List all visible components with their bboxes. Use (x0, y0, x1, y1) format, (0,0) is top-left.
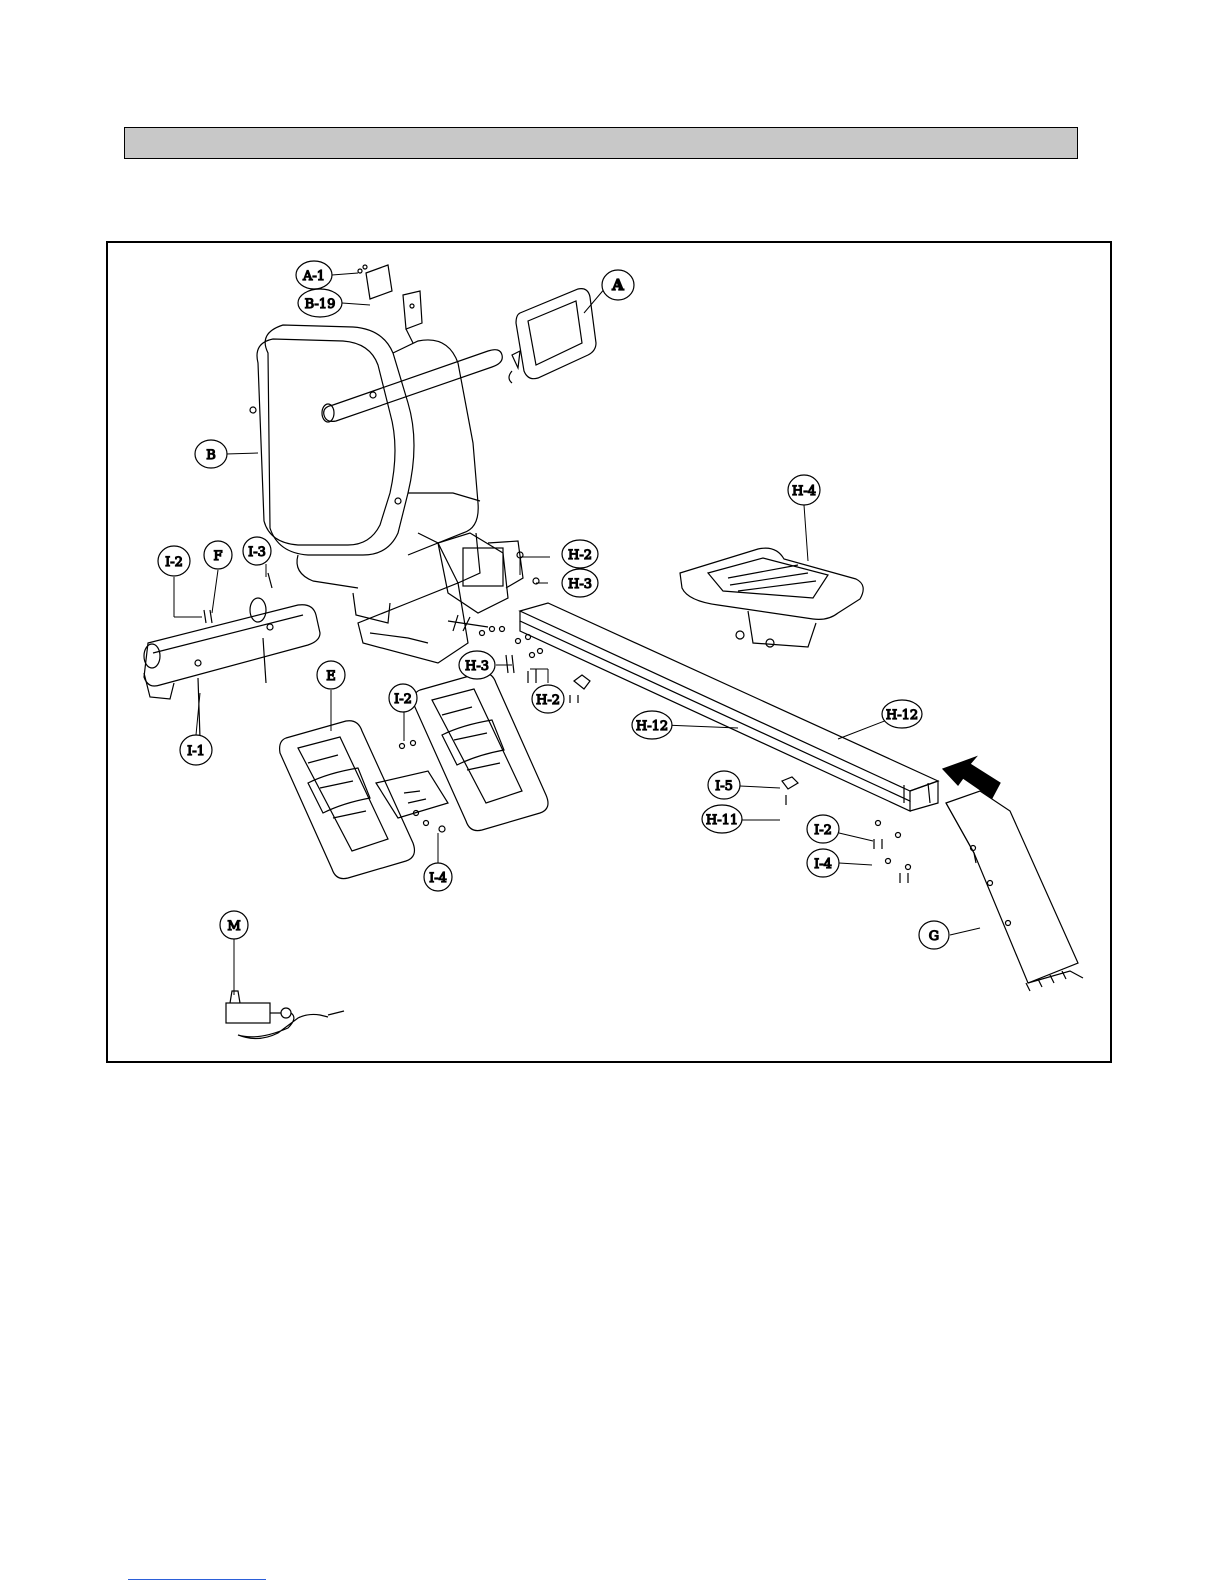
main-housing-b (250, 325, 480, 663)
callout-m: M (220, 911, 248, 939)
svg-text:H-3: H-3 (568, 577, 592, 592)
svg-text:I-4: I-4 (814, 857, 832, 872)
power-adapter-m (226, 991, 344, 1039)
svg-text:H-12: H-12 (886, 708, 918, 723)
callout-h12-left: H-12 (632, 711, 672, 739)
svg-text:H-2: H-2 (536, 693, 560, 708)
fasteners (506, 635, 911, 884)
front-frame (353, 533, 539, 636)
svg-text:I-5: I-5 (715, 779, 733, 794)
footer-link-underline[interactable] (128, 1579, 266, 1580)
callout-h3-upper: H-3 (562, 569, 598, 597)
callout-i4-left: I-4 (424, 863, 452, 891)
svg-text:A: A (611, 276, 624, 294)
callout-e: E (317, 661, 345, 689)
callout-h2-upper: H-2 (562, 540, 598, 568)
svg-text:A-1: A-1 (302, 269, 325, 284)
handlebar (322, 350, 502, 422)
svg-text:H-4: H-4 (792, 484, 816, 499)
callout-b: B (195, 440, 227, 468)
svg-text:B: B (206, 448, 216, 463)
callout-i5: I-5 (708, 771, 740, 799)
svg-text:H-3: H-3 (465, 659, 489, 674)
callout-h3-lower: H-3 (459, 651, 495, 679)
callout-h2-lower: H-2 (532, 685, 564, 713)
svg-text:I-4: I-4 (429, 871, 447, 886)
svg-text:I-2: I-2 (165, 555, 183, 570)
section-header-bar (124, 127, 1078, 159)
svg-text:G: G (929, 929, 939, 944)
svg-text:I-2: I-2 (394, 692, 412, 707)
callout-i4-right: I-4 (807, 849, 839, 877)
callout-f: F (204, 541, 232, 569)
bracket-b19 (358, 265, 422, 343)
callout-h11: H-11 (702, 805, 742, 833)
svg-text:E: E (326, 669, 336, 684)
svg-text:I-3: I-3 (248, 545, 266, 560)
leader-lines (174, 273, 980, 995)
callout-i1: I-1 (180, 735, 212, 765)
console-a (509, 289, 596, 383)
callout-h12-right: H-12 (882, 700, 922, 728)
callout-a1: A-1 (296, 261, 332, 289)
front-stabilizer-f (144, 573, 320, 738)
rear-stabilizer-g (946, 791, 1083, 991)
svg-text:I-1: I-1 (187, 744, 205, 759)
seat-h4 (680, 548, 863, 647)
svg-text:I-2: I-2 (814, 823, 832, 838)
callout-i3: I-3 (243, 537, 271, 565)
callout-i2-middle: I-2 (389, 684, 417, 712)
callout-a: A (602, 270, 634, 300)
callout-b19: B-19 (298, 289, 342, 317)
exploded-diagram-frame: A-1 B-19 A B I-2 F I-3 I-1 E I-2 I-4 (106, 241, 1112, 1063)
svg-text:M: M (227, 919, 240, 934)
direction-arrow (943, 757, 1000, 798)
svg-text:H-11: H-11 (706, 813, 738, 828)
svg-text:B-19: B-19 (305, 297, 336, 312)
exploded-diagram: A-1 B-19 A B I-2 F I-3 I-1 E I-2 I-4 (108, 243, 1112, 1063)
svg-text:H-2: H-2 (568, 548, 592, 563)
callout-h4: H-4 (788, 475, 820, 505)
callout-i2-left: I-2 (158, 546, 190, 576)
callout-i2-right: I-2 (807, 815, 839, 843)
callout-g: G (919, 921, 949, 949)
svg-text:H-12: H-12 (636, 719, 668, 734)
svg-text:F: F (213, 549, 222, 564)
